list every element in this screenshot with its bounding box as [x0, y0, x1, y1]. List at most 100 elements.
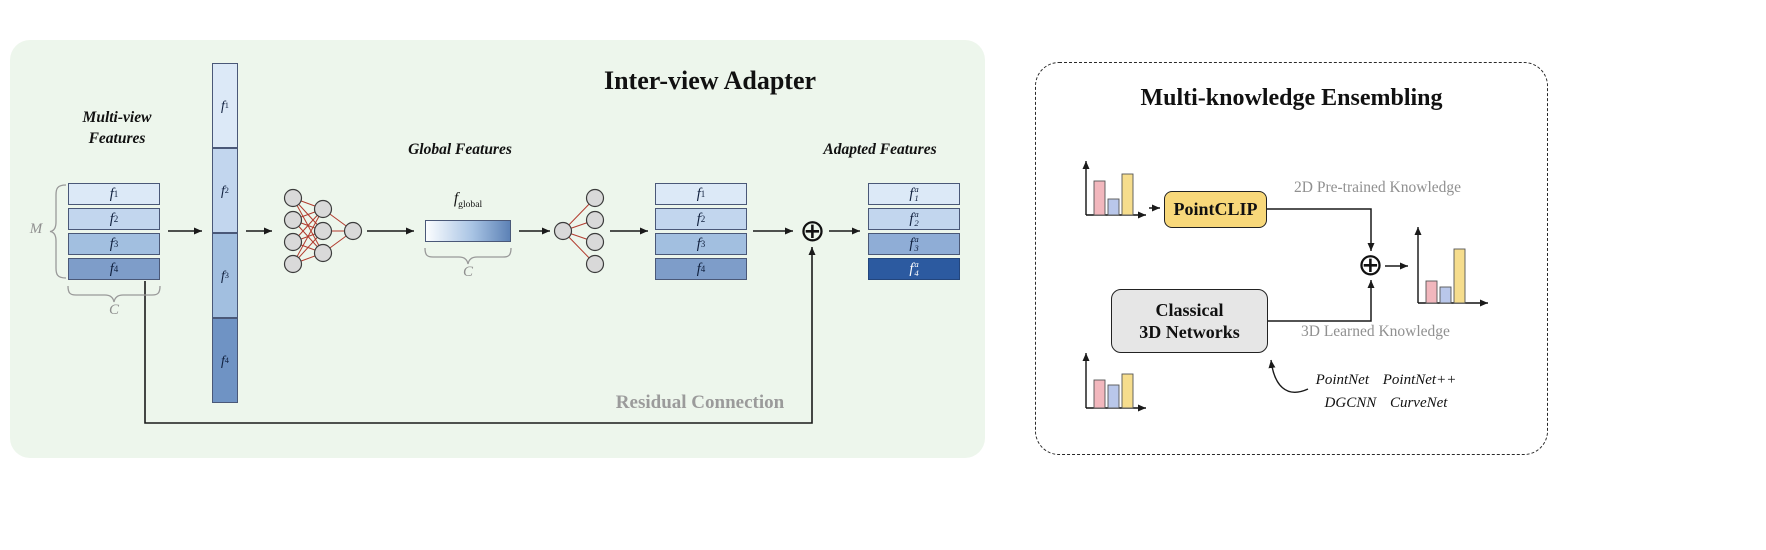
bar-chart-3d-input: [1082, 353, 1146, 412]
label-base: f: [109, 235, 114, 252]
label-sub: 3: [113, 239, 119, 249]
label-base: f: [221, 267, 225, 283]
label-sub: 4: [113, 264, 119, 274]
label-sub: 1: [914, 193, 919, 203]
bar-yellow: [1121, 373, 1134, 409]
mlp-decoder: [553, 188, 605, 274]
label-base: f: [696, 260, 701, 277]
label-sub: 3: [700, 239, 706, 249]
label-sup: a: [914, 183, 919, 194]
label-sub: 4: [914, 268, 919, 278]
label-sub: 2: [700, 214, 706, 224]
label-sub: 1: [224, 101, 229, 110]
c-underbrace-global: [424, 247, 512, 265]
label-sub: 1: [113, 189, 119, 199]
network-examples-label: PointNet PointNet++ DGCNN CurveNet: [1286, 369, 1486, 414]
pointclip-to-plus-connector: [1267, 208, 1375, 251]
c-underbrace-stack: [67, 285, 161, 303]
label-base: f: [109, 260, 114, 277]
mlp-encoder: [283, 188, 363, 274]
label-sub: global: [458, 199, 483, 211]
bar-pink: [1093, 379, 1106, 409]
bar-blue: [1107, 198, 1120, 216]
label-base: f: [909, 210, 914, 227]
label-sub: 4: [700, 264, 706, 274]
label-sub: 3: [914, 243, 919, 253]
label-base: f: [221, 97, 225, 113]
multi-knowledge-ensembling-panel: Multi-knowledge Ensembling PointCLIP Cla…: [1035, 62, 1548, 455]
residual-connection-label: Residual Connection: [615, 392, 785, 413]
label-base: f: [453, 190, 459, 207]
inter-view-adapter-panel: Inter-view Adapter Multi-view Features f…: [10, 40, 985, 458]
label-sub: 3: [224, 271, 229, 280]
global-features-label: Global Features: [408, 141, 512, 158]
bar-blue: [1107, 384, 1120, 409]
multiview-label-line1: Multi-view: [82, 109, 152, 126]
left-panel-title: Inter-view Adapter: [603, 66, 817, 95]
ensemble-add-icon: ⊕: [1357, 247, 1384, 283]
label-sub: 1: [700, 189, 706, 199]
label-base: f: [909, 260, 914, 277]
label-sup: a: [914, 233, 919, 244]
label-base: f: [221, 182, 225, 198]
multiview-features-label: Multi-view Features: [47, 108, 187, 150]
pointclip-box: PointCLIP: [1164, 191, 1267, 228]
label-base: f: [221, 352, 225, 368]
residual-add-icon: ⊕: [799, 213, 826, 249]
label-sub: 2: [224, 186, 229, 195]
bar-blue: [1439, 286, 1452, 304]
multiview-label-line2: Features: [88, 129, 146, 147]
bar-pink: [1093, 180, 1106, 216]
global-feature-vector: [425, 220, 511, 242]
bar-pink: [1425, 280, 1438, 304]
classical-3d-networks-box: Classical 3D Networks: [1111, 289, 1268, 353]
pointclip-label: PointCLIP: [1173, 199, 1258, 220]
label-base: f: [109, 210, 114, 227]
classical-label-line1: Classical: [1155, 299, 1224, 320]
label-base: f: [109, 185, 114, 202]
label-sub: 4: [224, 356, 229, 365]
c-dimension-label-global: C: [462, 264, 473, 280]
m-dimension-label: M: [29, 221, 43, 237]
label-base: f: [909, 235, 914, 252]
network-examples-line2: DGCNN CurveNet: [1324, 394, 1448, 411]
label-sub: 2: [914, 218, 919, 228]
m-brace: [49, 184, 67, 279]
classical-label-line2: 3D Networks: [1139, 322, 1240, 342]
label-base: f: [696, 185, 701, 202]
f-global-label: fglobal: [425, 190, 511, 210]
c-dimension-label-stack: C: [108, 302, 119, 318]
bar-chart-ensemble-output: [1414, 227, 1488, 307]
network-examples-line1: PointNet PointNet++: [1315, 372, 1457, 388]
bar-chart-2d-input: [1082, 161, 1146, 219]
right-panel-title: Multi-knowledge Ensembling: [1140, 85, 1443, 111]
label-base: f: [696, 235, 701, 252]
3d-learned-knowledge-label: 3D Learned Knowledge: [1301, 323, 1450, 340]
label-sup: a: [914, 258, 919, 269]
2d-pretrained-knowledge-label: 2D Pre-trained Knowledge: [1294, 179, 1462, 196]
bar-yellow: [1121, 173, 1134, 216]
label-base: f: [909, 185, 914, 202]
label-sup: a: [914, 208, 919, 219]
adapted-features-label: Adapted Features: [823, 141, 937, 158]
label-base: f: [696, 210, 701, 227]
